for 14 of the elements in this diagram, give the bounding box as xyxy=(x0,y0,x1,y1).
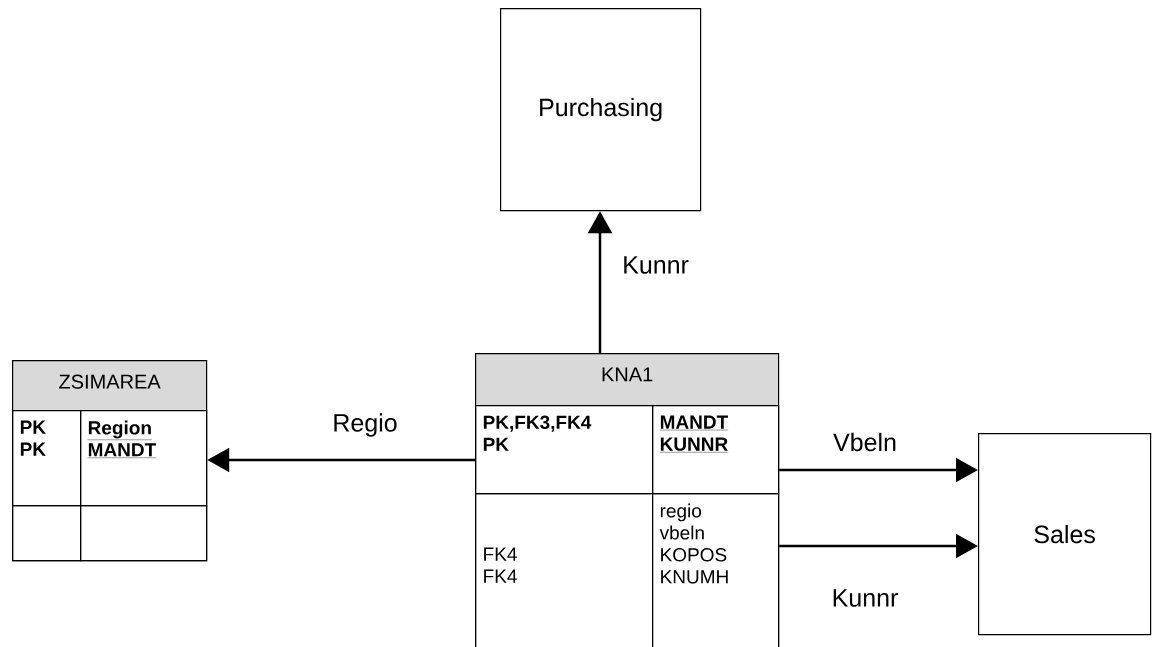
edge-label: Kunnr xyxy=(620,254,691,276)
entity-box: Sales xyxy=(978,433,1152,636)
table-cell: Region MANDT xyxy=(80,410,208,507)
edge-label: Vbeln xyxy=(831,430,899,454)
table-cell: FK4 FK4 xyxy=(475,493,654,647)
edge-label: Kunnr xyxy=(829,587,901,609)
table-cell: regio vbeln KOPOS KNUMH xyxy=(652,493,780,647)
entity-box: Purchasing xyxy=(500,8,702,212)
table-cell: PK PK xyxy=(12,410,82,507)
table-cell: MANDT KUNNR xyxy=(652,405,780,495)
table-cell xyxy=(12,505,82,562)
table-cell: PK,FK3,FK4 PK xyxy=(475,405,654,495)
edge-label: Regio xyxy=(330,411,400,439)
table-cell xyxy=(80,505,208,562)
